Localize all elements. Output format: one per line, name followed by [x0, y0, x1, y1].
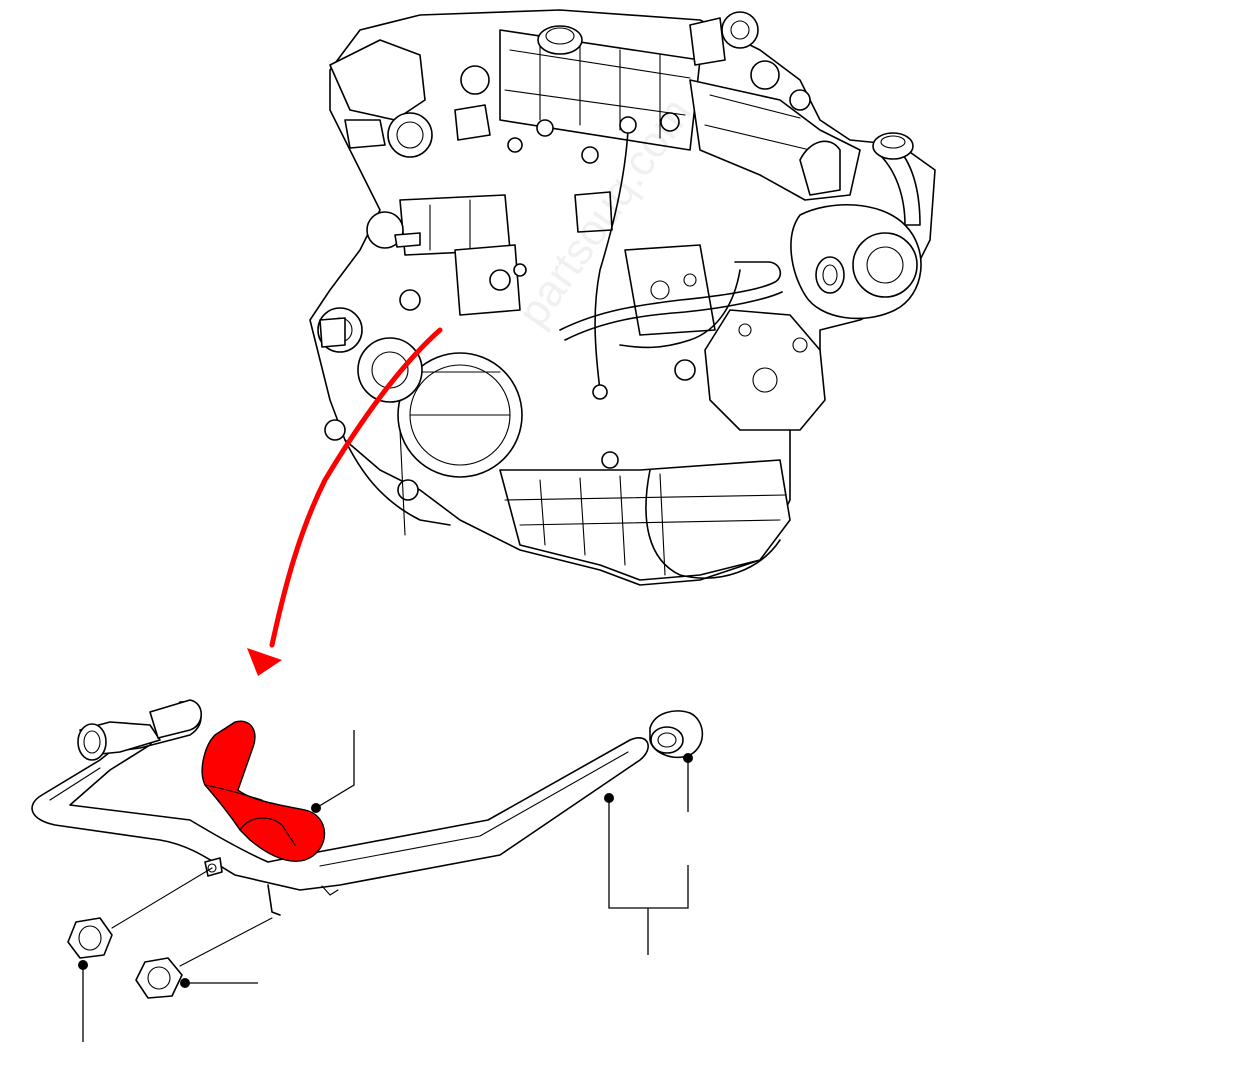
engine-assembly: partsouq.com: [309, 9, 936, 586]
pointer-arrow-shaft: [269, 327, 443, 648]
highlighted-hose: [201, 720, 326, 862]
nut-left: [67, 867, 213, 959]
pointer-arrow: [247, 327, 443, 676]
callout-nut-left: [78, 960, 88, 1042]
callout-nut-center: [180, 978, 258, 988]
callout-highlighted-hose: [311, 730, 355, 813]
callout-coolant-pipe: [604, 793, 689, 955]
pointer-arrow-head: [247, 648, 282, 676]
callout-hose-clip: [683, 753, 693, 812]
coolant-pipe: [31, 699, 704, 916]
nut-center: [135, 917, 273, 999]
